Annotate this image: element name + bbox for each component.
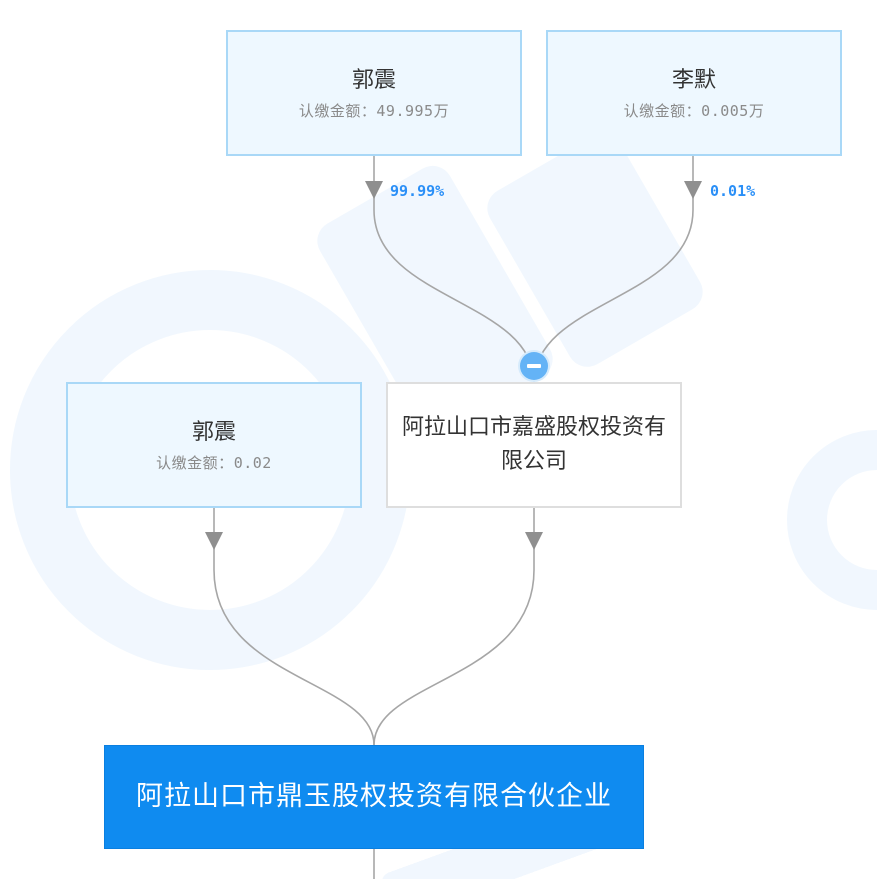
- target-company-name: 阿拉山口市鼎玉股权投资有限合伙企业: [136, 781, 612, 812]
- amount-value: 49.995万: [376, 101, 450, 120]
- amount-label: 认缴金额：: [298, 101, 377, 120]
- holder-node-limo[interactable]: 李默 认缴金额：0.005万: [546, 30, 842, 156]
- percent-label: 99.99%: [390, 182, 445, 200]
- arrow-down-icon: [205, 532, 223, 550]
- amount-label: 认缴金额：: [156, 453, 234, 472]
- amount-value: 0.02: [233, 453, 272, 472]
- holder-name: 郭震: [191, 419, 236, 445]
- link-top-right: [533, 155, 694, 384]
- arrow-down-icon: [525, 532, 543, 550]
- holder-node-guozhen-mid[interactable]: 郭震 认缴金额：0.02: [66, 382, 362, 508]
- collapse-minus-icon[interactable]: [520, 352, 548, 380]
- holder-amount: 认缴金额：49.995万: [299, 100, 449, 121]
- link-mid-left: [213, 507, 375, 746]
- amount-value: 0.005万: [701, 101, 765, 120]
- company-node-jiasheng[interactable]: 阿拉山口市嘉盛股权投资有限公司: [386, 382, 682, 508]
- percent-label: 0.01%: [710, 182, 756, 200]
- arrow-down-icon: [684, 181, 702, 199]
- holder-node-guozhen-top[interactable]: 郭震 认缴金额：49.995万: [226, 30, 522, 156]
- amount-label: 认缴金额：: [623, 101, 702, 120]
- holder-amount: 认缴金额：0.02: [156, 452, 272, 473]
- collapse-minus-bar: [527, 364, 541, 368]
- link-mid-right: [373, 507, 535, 746]
- holder-amount: 认缴金额：0.005万: [624, 100, 765, 121]
- link-top-left: [373, 155, 535, 384]
- holder-name: 郭震: [351, 67, 396, 93]
- company-name: 阿拉山口市嘉盛股权投资有限公司: [401, 415, 666, 474]
- arrow-down-icon: [365, 181, 383, 199]
- holder-name: 李默: [671, 67, 716, 93]
- target-company-node[interactable]: 阿拉山口市鼎玉股权投资有限合伙企业: [104, 745, 644, 849]
